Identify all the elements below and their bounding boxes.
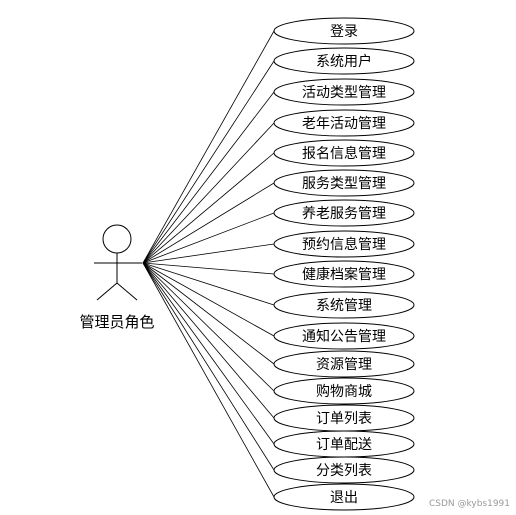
use-case: 购物商城 [273,377,415,405]
use-case-label: 订单配送 [316,437,372,453]
use-case-ellipse [273,109,415,137]
association-line [142,212,275,264]
use-case: 报名信息管理 [273,139,415,167]
association-line [142,243,275,264]
use-case-label: 购物商城 [316,384,372,400]
association-line [142,262,275,445]
association-line [142,262,275,337]
use-case: 系统管理 [273,291,415,319]
use-case-label: 活动类型管理 [302,85,386,101]
use-case-label: 老年活动管理 [302,116,386,132]
use-case-label: 预约信息管理 [302,236,386,253]
use-case-ellipse [273,260,415,288]
use-case-label: 系统管理 [316,298,372,314]
use-case-ellipse [273,17,415,45]
use-case-ellipse [273,230,415,258]
use-case-ellipse [273,78,415,106]
use-case: 养老服务管理 [273,199,415,227]
actor-admin: 管理员角色 [79,224,155,331]
association-line [142,182,275,264]
association-line [142,262,275,306]
use-case: 订单配送 [273,430,415,458]
use-case-label: 分类列表 [316,463,372,479]
watermark: CSDN @kybs1991 [428,499,510,509]
use-case-label: 养老服务管理 [302,206,386,222]
use-case-ellipse [273,291,415,319]
use-case: 健康档案管理 [273,260,415,288]
use-case: 老年活动管理 [273,109,415,137]
use-case-label: 服务类型管理 [302,176,386,192]
use-case-ellipse [273,377,415,405]
use-case-ellipse [273,483,415,511]
use-case: 活动类型管理 [273,78,415,106]
use-case: 退出 [273,483,415,511]
use-case: 通知公告管理 [273,322,415,350]
use-case: 登录 [273,17,415,45]
association-line [142,262,275,498]
association-line [142,30,275,264]
use-case: 服务类型管理 [273,169,415,197]
use-case: 订单列表 [273,404,415,432]
association-line [142,60,275,264]
use-case-ellipse [273,350,415,378]
association-lines [142,30,275,498]
use-case-ellipse [273,322,415,350]
use-case-ellipse [273,139,415,167]
use-case-label: 登录 [330,24,358,40]
actor-head [102,224,132,254]
use-case-label: 资源管理 [316,357,372,373]
use-case-label: 退出 [330,490,358,506]
use-case-ellipse [273,456,415,484]
association-line [142,91,275,264]
actor-label: 管理员角色 [79,313,154,331]
use-case-label: 系统用户 [316,53,372,70]
use-case-ellipse [273,199,415,227]
use-case-label: 通知公告管理 [302,328,386,345]
actor-left-leg [96,282,118,301]
use-case-ellipse [273,169,415,197]
use-case: 资源管理 [273,350,415,378]
use-case-ellipse [273,47,415,75]
association-line [142,262,275,365]
association-line [142,262,275,419]
use-case: 系统用户 [273,47,415,75]
association-line [142,122,275,264]
association-line [142,262,275,275]
use-case: 预约信息管理 [273,230,415,258]
association-line [142,262,275,392]
use-case-label: 报名信息管理 [302,145,386,162]
use-cases: 登录系统用户活动类型管理老年活动管理报名信息管理服务类型管理养老服务管理预约信息… [273,17,415,511]
association-line [142,152,275,264]
use-case-label: 订单列表 [316,411,372,427]
association-line [142,262,275,471]
actor-right-leg [116,282,138,301]
use-case-label: 健康档案管理 [302,266,386,283]
use-case: 分类列表 [273,456,415,484]
